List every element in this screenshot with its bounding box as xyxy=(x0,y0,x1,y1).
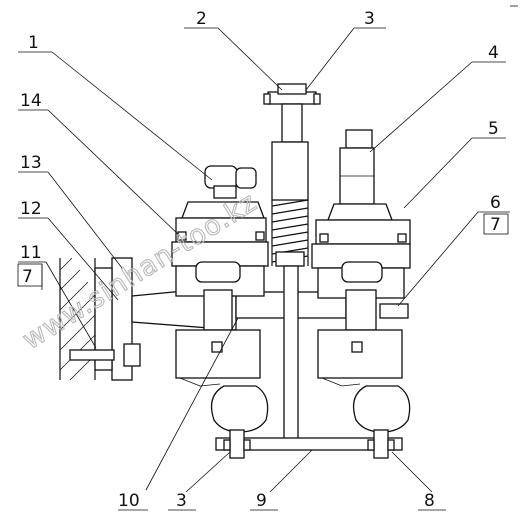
callout-9: 9 xyxy=(256,491,267,511)
callout-3-top: 3 xyxy=(364,9,375,29)
callout-7-right: 7 xyxy=(490,215,501,235)
callout-11: 11 xyxy=(20,243,42,263)
callout-4: 4 xyxy=(488,43,499,63)
left-valve-assembly xyxy=(171,165,269,433)
center-stem-spring xyxy=(263,83,321,441)
callout-1: 1 xyxy=(28,33,39,53)
callout-3-bottom: 3 xyxy=(176,491,187,511)
leader-lines xyxy=(17,5,518,511)
callout-12: 12 xyxy=(20,199,42,219)
callout-13: 13 xyxy=(20,153,42,173)
callout-5: 5 xyxy=(488,119,499,139)
callout-7-left: 7 xyxy=(22,267,33,287)
callout-6: 6 xyxy=(490,193,501,213)
callout-10: 10 xyxy=(118,491,140,511)
callout-14: 14 xyxy=(20,91,42,111)
callout-8: 8 xyxy=(424,491,435,511)
callout-2: 2 xyxy=(196,9,207,29)
bottom-linkage xyxy=(215,429,403,459)
right-valve-assembly xyxy=(311,129,411,433)
